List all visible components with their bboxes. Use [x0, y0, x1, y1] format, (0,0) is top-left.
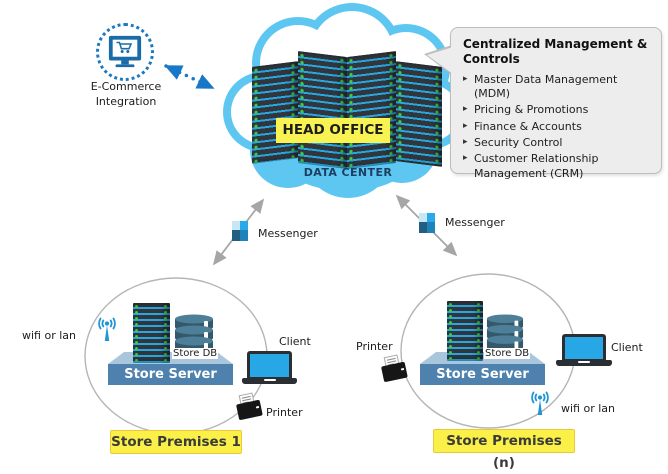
store1-network-label: wifi or lan [22, 329, 76, 342]
messenger-right-label: Messenger [445, 216, 505, 229]
monitor-cart-icon [108, 35, 142, 68]
storen-server-platform: Store Server [420, 364, 545, 385]
list-item-label: Pricing & Promotions [474, 103, 589, 117]
list-item: ▸ Customer Relationship Management (CRM) [463, 152, 651, 181]
head-office-label: HEAD OFFICE [276, 118, 390, 143]
messenger-icon [419, 213, 435, 233]
list-item-label: Master Data Management (MDM) [474, 72, 618, 101]
callout-list: ▸ Master Data Management (MDM) ▸ Pricing… [463, 73, 651, 181]
list-item: ▸ Pricing & Promotions [463, 103, 651, 117]
bullet-icon: ▸ [463, 136, 468, 147]
rack-tower [347, 50, 396, 170]
store1-server-platform: Store Server [108, 364, 233, 385]
storen-server-tower [447, 301, 483, 361]
list-item-label: Finance & Accounts [474, 119, 582, 133]
messenger-left-label: Messenger [258, 227, 318, 240]
bullet-icon: ▸ [463, 153, 468, 164]
data-center-racks [252, 50, 442, 170]
list-item: ▸ Security Control [463, 136, 651, 150]
storen-network-label: wifi or lan [561, 402, 615, 415]
messenger-icon [232, 221, 248, 241]
storen-client-label: Client [611, 341, 643, 354]
list-item-label: Customer Relationship Management (CRM) [474, 152, 599, 180]
bullet-icon: ▸ [463, 120, 468, 131]
storen-client-laptop-base [556, 360, 612, 366]
ecommerce-label: E-Commerce Integration [90, 80, 162, 108]
rack-tower [252, 61, 298, 164]
rack-tower [396, 61, 442, 167]
store1-client-laptop [247, 351, 292, 379]
printer-icon [379, 354, 409, 390]
store1-server-tower [133, 303, 170, 363]
callout-title: Centralized Management & Controls [463, 37, 648, 67]
list-item: ▸ Master Data Management (MDM) [463, 73, 651, 102]
bullet-icon: ▸ [463, 73, 468, 84]
wifi-icon [528, 389, 552, 421]
storen-database-icon [484, 314, 526, 356]
callout-pointer-fill [427, 47, 453, 74]
data-center-label: DATA CENTER [303, 166, 393, 179]
store1-printer-label: Printer [266, 406, 303, 419]
store1-title: Store Premises 1 [110, 430, 242, 454]
centralized-management-callout: Centralized Management & Controls ▸ Mast… [450, 27, 662, 180]
rack-tower [298, 50, 347, 170]
store1-client-label: Client [279, 335, 311, 348]
storen-client-laptop [562, 334, 606, 361]
storen-title: Store Premises (n) [433, 429, 575, 471]
store1-client-laptop-base [242, 378, 297, 384]
list-item: ▸ Finance & Accounts [463, 120, 651, 134]
bullet-icon: ▸ [463, 104, 468, 115]
list-item-label: Security Control [474, 135, 563, 149]
ecommerce-icon [96, 23, 154, 81]
storen-db-label: Store DB [484, 348, 531, 359]
ecommerce-cloud-dotted-arrow [164, 64, 215, 90]
printer-icon [234, 392, 264, 428]
store1-db-label: Store DB [172, 348, 219, 359]
wifi-icon [95, 314, 119, 348]
storen-printer-label: Printer [356, 340, 393, 353]
